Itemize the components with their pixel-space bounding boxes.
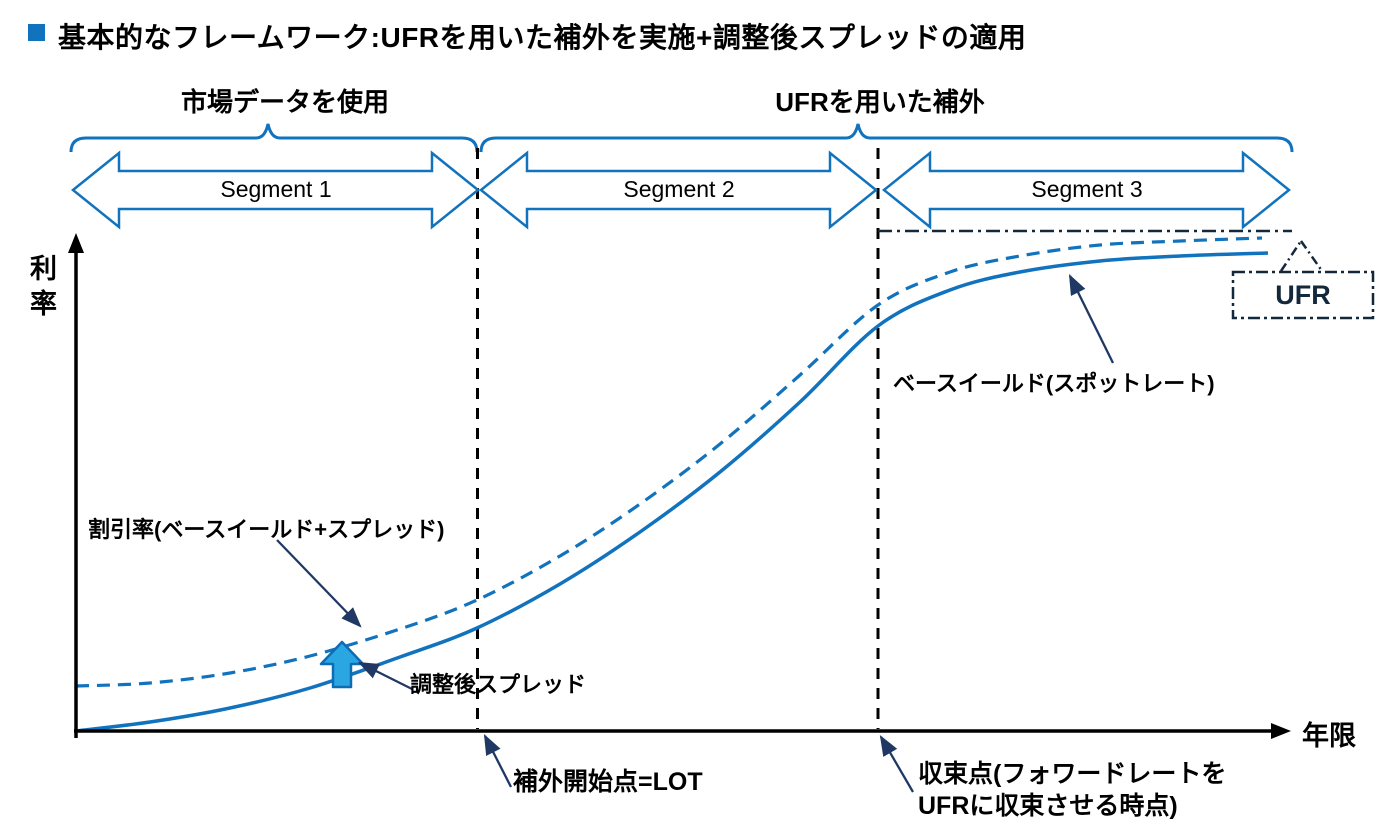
lot-point-label: 補外開始点=LOT — [513, 768, 703, 796]
segment3-label: Segment 3 — [1031, 176, 1143, 202]
base-yield-pointer-arrow — [1068, 273, 1115, 364]
convergence-point-label: 収束点(フォワードレートを UFRに収束させる時点) — [918, 758, 1226, 822]
lot-pointer-arrow — [483, 733, 513, 788]
x-axis-arrowhead — [1271, 723, 1291, 739]
segment3-arrow — [882, 150, 1291, 230]
brace-ufr-extrapolation — [479, 123, 1294, 153]
region-label-ufr-extrapolation: UFRを用いた補外 — [775, 87, 985, 117]
brace-market-data — [69, 123, 479, 153]
y-axis-arrowhead — [68, 233, 84, 253]
base-yield-curve — [75, 251, 1269, 733]
convergence-point-label-line1: 収束点(フォワードレートを — [918, 760, 1227, 788]
segment1-label: Segment 1 — [220, 176, 332, 202]
adjusted-spread-label: 調整後スプレッド — [410, 672, 587, 697]
discount-rate-label: 割引率(ベースイールド+スプレッド) — [88, 517, 445, 542]
ufr-callout-box — [1231, 270, 1375, 320]
page-title-row: 基本的なフレームワーク:UFRを用いた補外を実施+調整後スプレッドの適用 — [28, 16, 1026, 56]
convergence-point-label-line2: UFRに収束させる時点) — [918, 792, 1178, 820]
segment1-arrow — [71, 150, 480, 230]
base-yield-label: ベースイールド(スポットレート) — [893, 371, 1215, 396]
adjusted-spread-pointer-arrow — [357, 661, 413, 691]
segment2-label: Segment 2 — [623, 176, 735, 202]
region-label-market-data: 市場データを使用 — [180, 87, 389, 117]
discount-rate-pointer-arrow — [276, 539, 362, 628]
page-title: 基本的なフレームワーク:UFRを用いた補外を実施+調整後スプレッドの適用 — [58, 22, 1027, 53]
discount-rate-curve — [75, 236, 1263, 688]
ufr-box-label: UFR — [1275, 279, 1331, 310]
convergence-pointer-arrow — [879, 735, 914, 793]
x-axis-label: 年限 — [1302, 721, 1356, 751]
segment2-arrow — [479, 150, 878, 230]
adjusted-spread-block-arrow — [319, 640, 365, 689]
ufr-callout-caret — [1279, 240, 1324, 272]
title-bullet-icon — [28, 24, 45, 41]
y-axis-label: 利率 — [26, 254, 56, 324]
